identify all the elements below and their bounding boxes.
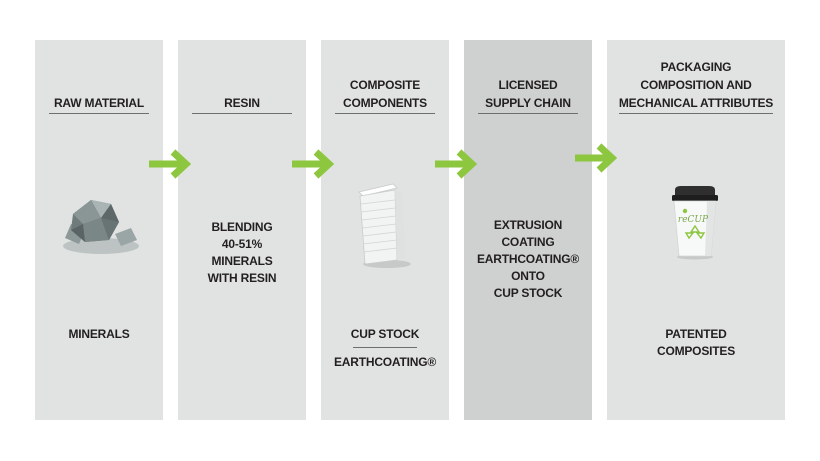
body-line: ONTO bbox=[511, 269, 545, 283]
stage-packaging: PACKAGING COMPOSITION AND MECHANICAL ATT… bbox=[607, 40, 785, 420]
rock-icon bbox=[63, 200, 139, 254]
stage-header: LICENSED SUPPLY CHAIN bbox=[464, 76, 592, 112]
body-line: CUP STOCK bbox=[350, 327, 420, 341]
body-line: COMPOSITES bbox=[656, 344, 735, 358]
body-line: EARTHCOATING® bbox=[476, 252, 579, 266]
recup-cup-icon: reCUP bbox=[672, 186, 718, 260]
body-line: CUP STOCK bbox=[493, 286, 563, 300]
paper-stack-icon bbox=[358, 183, 411, 268]
stage-header: PACKAGING COMPOSITION AND MECHANICAL ATT… bbox=[607, 58, 785, 112]
stage-body-secondary: EARTHCOATING® bbox=[321, 354, 449, 371]
header-divider bbox=[619, 113, 773, 114]
header-divider bbox=[335, 113, 435, 114]
body-line: WITH RESIN bbox=[207, 271, 277, 285]
arrow-right-icon bbox=[292, 149, 335, 179]
header-divider bbox=[49, 113, 149, 114]
header-divider bbox=[478, 113, 578, 114]
body-line: EXTRUSION bbox=[493, 218, 563, 232]
stage-composite-components: COMPOSITE COMPONENTS CUP STOCK EARTHCOAT… bbox=[321, 40, 449, 420]
header-divider bbox=[192, 113, 292, 114]
body-divider bbox=[353, 347, 417, 348]
body-line: COATING bbox=[501, 235, 555, 249]
stage-header: RAW MATERIAL bbox=[35, 94, 163, 112]
stage-body: EXTRUSION COATING EARTHCOATING® ONTO CUP… bbox=[464, 217, 592, 302]
stage-resin: RESIN BLENDING 40-51% MINERALS WITH RESI… bbox=[178, 40, 306, 420]
arrow-right-icon bbox=[149, 149, 192, 179]
stage-body: PATENTED COMPOSITES bbox=[607, 326, 785, 360]
body-line: MINERALS bbox=[211, 254, 273, 268]
header-line: MECHANICAL ATTRIBUTES bbox=[618, 96, 774, 110]
body-line: PATENTED bbox=[665, 327, 727, 341]
stage-licensed-supply-chain: LICENSED SUPPLY CHAIN EXTRUSION COATING … bbox=[464, 40, 592, 420]
body-line: MINERALS bbox=[68, 327, 130, 341]
header-line: PACKAGING bbox=[660, 60, 732, 74]
body-line: EARTHCOATING® bbox=[333, 355, 436, 369]
cup-brand-text: reCUP bbox=[678, 215, 709, 225]
stage-body: BLENDING 40-51% MINERALS WITH RESIN bbox=[178, 219, 306, 287]
stage-body: MINERALS bbox=[35, 326, 163, 343]
stage-raw-material: RAW MATERIAL MINERALS bbox=[35, 40, 163, 420]
header-line: RAW MATERIAL bbox=[53, 96, 145, 110]
header-line: COMPONENTS bbox=[342, 96, 427, 110]
header-line: SUPPLY CHAIN bbox=[485, 96, 571, 110]
stage-header: RESIN bbox=[178, 94, 306, 112]
stage-body: CUP STOCK bbox=[321, 326, 449, 343]
header-line: COMPOSITION AND bbox=[640, 78, 752, 92]
arrow-right-icon bbox=[575, 143, 618, 173]
stage-header: COMPOSITE COMPONENTS bbox=[321, 76, 449, 112]
arrow-right-icon bbox=[435, 149, 478, 179]
body-line: BLENDING bbox=[211, 220, 273, 234]
body-line: 40-51% bbox=[221, 237, 263, 251]
header-line: COMPOSITE bbox=[349, 78, 421, 92]
header-line: RESIN bbox=[224, 96, 260, 110]
header-line: LICENSED bbox=[498, 78, 558, 92]
